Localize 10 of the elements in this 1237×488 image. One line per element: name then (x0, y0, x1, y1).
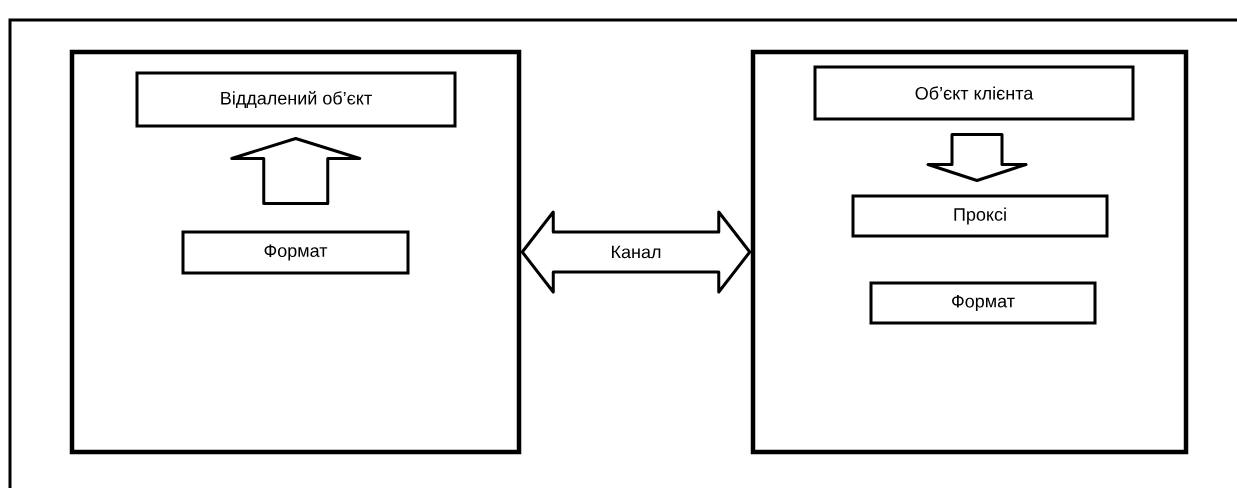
text-box: Об’єкт клієнта (813, 65, 1135, 121)
block-arrow (230, 137, 362, 205)
container-box (750, 49, 1189, 455)
text-box: Віддалений об’єкт (135, 71, 457, 128)
text-box: Формат (181, 230, 410, 275)
container-box (69, 49, 522, 455)
block-arrow (926, 133, 1028, 182)
text-box: Проксі (851, 194, 1109, 238)
text-box: Формат (869, 281, 1097, 325)
block-arrow (520, 210, 752, 294)
